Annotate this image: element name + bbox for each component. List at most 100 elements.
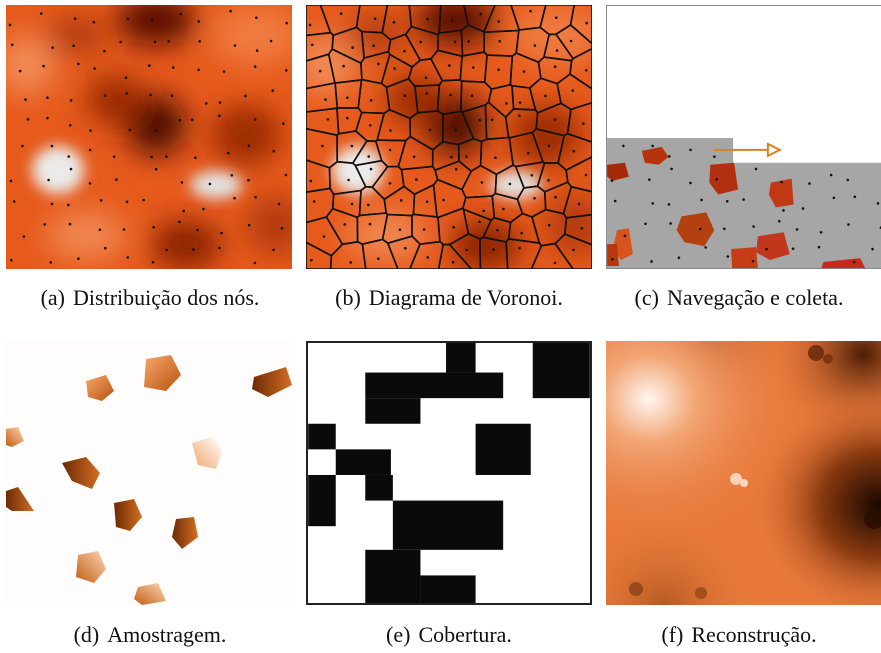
sensor-node-dot	[73, 17, 77, 20]
sensor-node-dot	[689, 148, 692, 152]
sensor-node-dot	[347, 178, 350, 182]
sensor-node-dot	[426, 17, 429, 21]
sensor-node-dot	[197, 20, 200, 23]
sensor-node-dot	[154, 129, 158, 132]
caption-label: (e)	[386, 622, 411, 647]
sensor-node-dot	[179, 12, 182, 16]
sensor-node-dot	[324, 98, 327, 101]
voronoi-diagram-image	[306, 5, 592, 269]
sensor-node-dot	[801, 207, 805, 210]
sensor-node-dot	[346, 116, 349, 120]
panel-voronoi-diagram	[306, 5, 592, 269]
voronoi-cell	[569, 5, 592, 45]
sensor-node-dot	[99, 199, 103, 202]
sensor-node-dot	[425, 92, 428, 95]
sensor-node-dot	[847, 223, 850, 226]
sensor-node-dot	[490, 118, 494, 122]
sensor-node-dot	[742, 198, 745, 201]
sensor-node-dot	[88, 182, 92, 185]
sensor-node-dot	[611, 257, 614, 261]
sensor-node-dot	[167, 40, 170, 43]
sensor-node-dot	[229, 9, 232, 13]
sensor-node-dot	[285, 69, 288, 72]
sensor-node-dot	[93, 67, 96, 70]
sensor-node-dot	[467, 40, 470, 43]
sensor-node-dot	[272, 149, 276, 153]
sensor-node-dot	[518, 101, 522, 104]
panel-node-distribution	[6, 5, 292, 269]
sensor-node-dot	[518, 246, 521, 250]
voronoi-cell	[569, 47, 592, 90]
sensor-node-dot	[198, 40, 201, 43]
sensor-node-dot	[846, 178, 850, 182]
caption-d: (d)Amostragem.	[0, 622, 300, 648]
panel-reconstruction	[606, 341, 881, 605]
panel-coverage	[306, 341, 592, 605]
sensor-node-dot	[50, 202, 54, 206]
sensor-node-dot	[67, 203, 70, 207]
sensor-node-dot	[253, 118, 257, 121]
sensor-node-dot	[115, 178, 118, 181]
sensor-node-dot	[377, 257, 380, 260]
sensor-node-dot	[498, 40, 501, 43]
caption-text: Cobertura.	[418, 622, 512, 647]
sensor-node-dot	[367, 203, 370, 207]
caption-label: (a)	[40, 285, 66, 310]
sensor-node-dot	[853, 195, 857, 199]
sensor-node-dot	[700, 198, 703, 202]
sensor-node-dot	[77, 62, 80, 66]
sensor-node-dot	[448, 64, 451, 67]
sensor-node-dot	[780, 180, 783, 184]
sensor-node-dot	[125, 92, 128, 95]
sensor-node-dot	[272, 248, 275, 252]
sensor-node-dot	[555, 49, 559, 52]
sensor-node-dot	[651, 202, 655, 205]
sensor-node-dot	[247, 223, 251, 227]
navigation-arrow	[713, 142, 782, 158]
sensor-node-dot	[8, 23, 12, 27]
sensor-node-dot	[668, 155, 671, 158]
sensor-node-dot	[351, 46, 354, 49]
sensor-node-dot	[69, 167, 73, 171]
sensor-node-dot	[689, 181, 692, 185]
sensor-node-dot	[373, 17, 377, 20]
sensor-node-dot	[218, 114, 221, 118]
sensor-node-dot	[388, 148, 392, 152]
sensor-node-dot	[782, 209, 785, 212]
sensor-node-dot	[426, 256, 429, 259]
sensor-node-dot	[77, 257, 80, 260]
sensor-node-dot	[494, 156, 497, 159]
sensor-node-dot	[69, 99, 73, 102]
sensor-node-dot	[321, 144, 324, 148]
sensor-node-dot	[403, 94, 407, 97]
sensor-node-dot	[192, 248, 195, 251]
sensor-node-dot	[530, 174, 534, 177]
sensor-node-dot	[26, 118, 30, 121]
sensor-node-dot	[819, 230, 823, 234]
sensor-node-dot	[585, 21, 588, 25]
sensor-node-dot	[451, 260, 455, 264]
sensor-node-dot	[190, 118, 194, 122]
node-distribution-image	[6, 5, 292, 269]
sensor-node-dot	[369, 99, 373, 102]
sensor-node-dot	[247, 144, 251, 148]
sensor-node-dot	[205, 102, 208, 105]
sensor-node-dot	[339, 12, 343, 15]
sensor-node-dot	[582, 122, 585, 125]
sensor-node-dot	[669, 222, 672, 225]
caption-text: Amostragem.	[107, 622, 227, 647]
sensor-node-dot	[389, 129, 392, 132]
sensor-node-dot	[670, 167, 673, 171]
sensor-node-dot	[715, 177, 718, 181]
sensor-node-dot	[253, 65, 257, 68]
sensor-node-dot	[148, 64, 151, 67]
panel-sampling	[6, 341, 292, 605]
sensor-node-dot	[67, 155, 70, 158]
sensor-node-dot	[202, 207, 205, 211]
sensor-node-dot	[472, 66, 475, 69]
caption-b: (b)Diagrama de Voronoi.	[299, 285, 599, 311]
sensor-node-dot	[577, 202, 581, 206]
sensor-node-dot	[282, 122, 285, 125]
sensor-node-dot	[165, 155, 168, 158]
sensor-node-dot	[553, 65, 557, 68]
